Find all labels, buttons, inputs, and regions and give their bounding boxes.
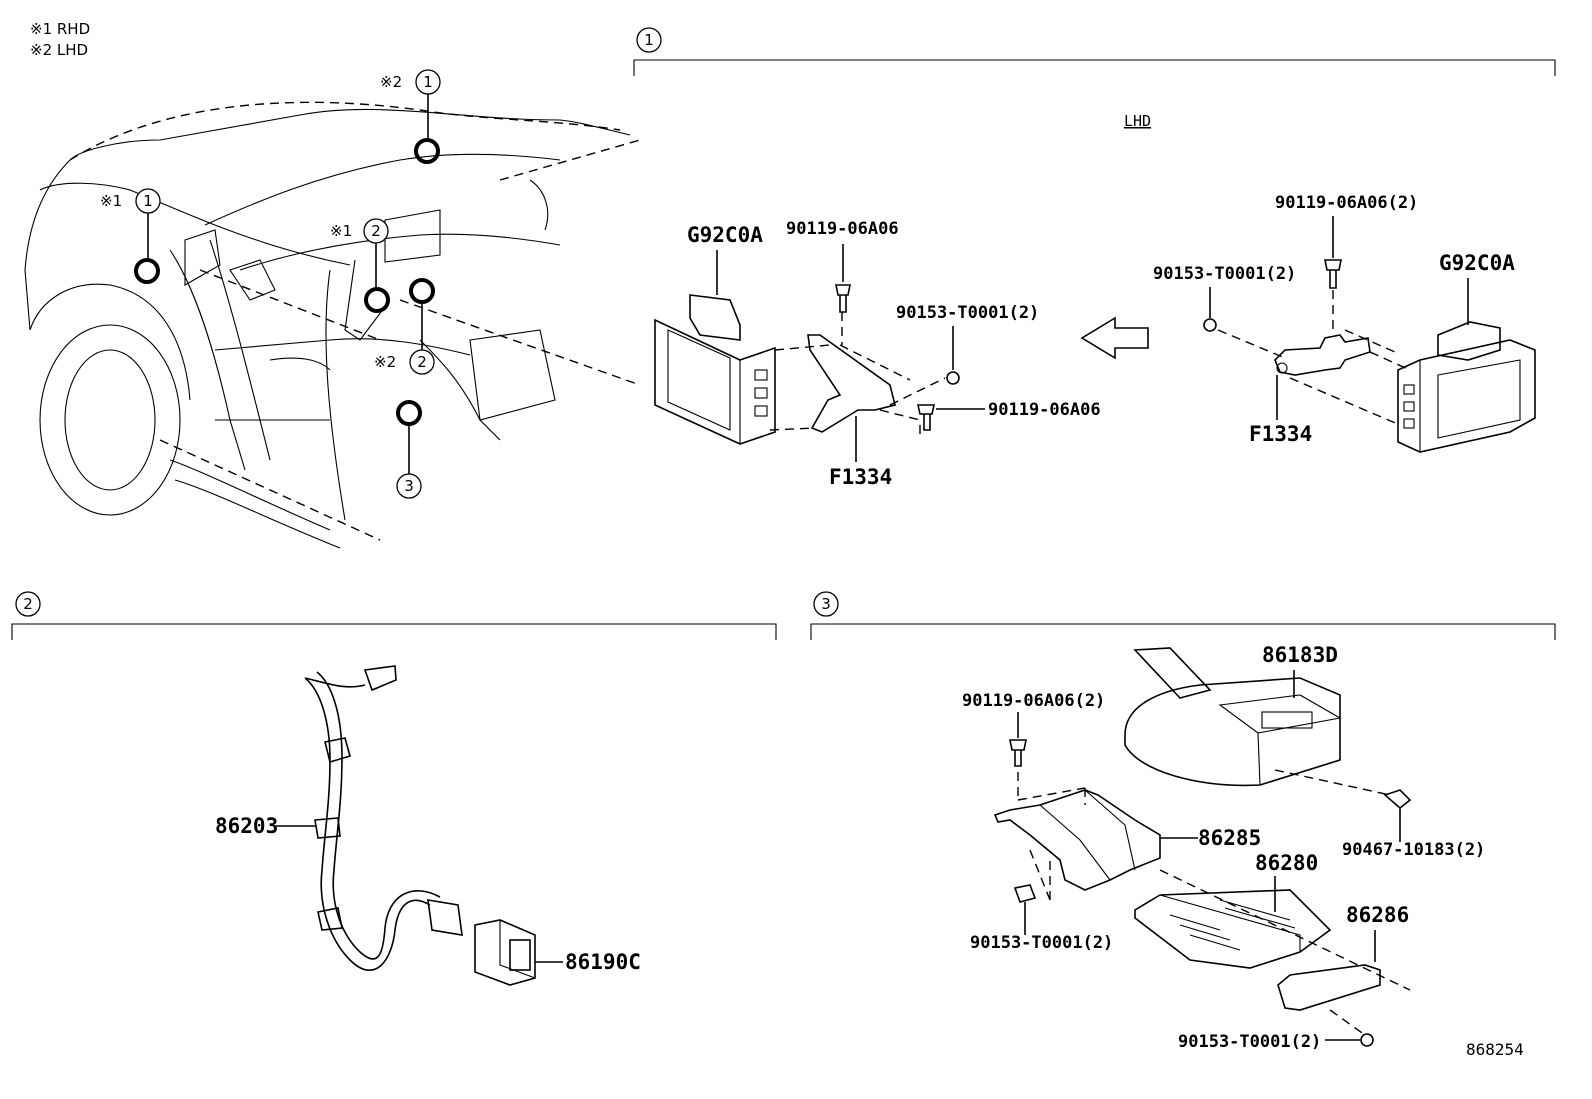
label-f1334-left: F1334	[829, 465, 892, 489]
location-ring	[134, 258, 160, 284]
label-86190c: 86190C	[565, 950, 641, 974]
callout-circle	[409, 349, 435, 375]
marker-rhd-symbol: ※1	[330, 222, 352, 240]
section-1: 1 LHD G92C0A F1334 90119-06A06 90153	[633, 27, 1556, 489]
marker-lhd-symbol: ※2	[374, 353, 396, 371]
label-nut-bottom-section3: 90153-T0001(2)	[1178, 1032, 1321, 1052]
label-nut2-right: 90153-T0001(2)	[1153, 264, 1296, 284]
note-rhd: ※1 RHD	[30, 20, 90, 38]
nut-icon	[1203, 318, 1217, 332]
location-ring	[396, 400, 422, 426]
section-2-bracket	[11, 623, 777, 640]
label-g92c0a-right: G92C0A	[1439, 251, 1515, 275]
vehicle-interior-illustration	[24, 101, 641, 549]
bracket-f1334-lhd	[1274, 334, 1371, 376]
section-1-bracket	[633, 59, 1556, 76]
cover-86183d	[1124, 647, 1342, 787]
section-2-number: 2	[23, 595, 33, 613]
module-g92c0a-lhd	[1397, 321, 1536, 453]
callout-number: 3	[404, 477, 414, 495]
note-lhd: ※2 LHD	[30, 41, 88, 59]
label-bolt-side: 90119-06A06	[988, 400, 1101, 420]
bolt-icon	[835, 284, 851, 313]
bracket-f1334-rhd	[807, 334, 896, 433]
section-3-bracket	[810, 623, 1556, 640]
amplifier-86280	[1134, 889, 1332, 969]
direction-arrow-icon	[1080, 316, 1149, 360]
nut-icon	[1360, 1033, 1374, 1047]
label-nut-left-section3: 90153-T0001(2)	[970, 933, 1113, 953]
callout-number: 2	[417, 353, 427, 371]
callout-number: 1	[423, 73, 433, 91]
label-86285: 86285	[1198, 826, 1261, 850]
section-3-number: 3	[821, 595, 831, 613]
marker-rhd-symbol: ※1	[100, 192, 122, 210]
nut-icon	[1013, 884, 1037, 903]
callout-number: 2	[371, 222, 381, 240]
section-3: 3 86183D 90119-06A06(2) 90467-10183(2)	[810, 591, 1556, 1052]
callout-circle	[396, 473, 422, 499]
section-2: 2 86203 86190C	[11, 591, 777, 986]
section-1-number: 1	[644, 31, 654, 49]
location-markers: ※2 1 ※1 1 ※1 2 ※2 2 3	[100, 69, 441, 499]
bracket-86286	[1277, 964, 1381, 1011]
label-f1334-right: F1334	[1249, 422, 1312, 446]
label-nut-left: 90153-T0001(2)	[896, 303, 1039, 323]
switch-86190c	[474, 919, 536, 986]
label-86183d: 86183D	[1262, 643, 1338, 667]
location-ring	[364, 287, 390, 313]
callout-number: 1	[143, 192, 153, 210]
label-bolt2-section3: 90119-06A06(2)	[962, 691, 1105, 711]
bolt-icon	[1009, 739, 1027, 767]
label-bolt2-right: 90119-06A06(2)	[1275, 193, 1418, 213]
clip-icon	[1383, 789, 1412, 810]
marker-lhd-symbol: ※2	[380, 73, 402, 91]
label-86203: 86203	[215, 814, 278, 838]
label-bolt-top: 90119-06A06	[786, 219, 899, 239]
label-g92c0a-left: G92C0A	[687, 223, 763, 247]
drawing-id: 868254	[1466, 1040, 1524, 1059]
bracket-86285	[993, 789, 1161, 891]
location-ring	[409, 278, 435, 304]
location-ring	[414, 138, 440, 164]
lhd-heading: LHD	[1124, 112, 1151, 130]
nut-icon	[946, 371, 960, 385]
label-86280: 86280	[1255, 851, 1318, 875]
label-86286: 86286	[1346, 903, 1409, 927]
bolt-icon	[1324, 259, 1342, 289]
module-g92c0a-rhd	[654, 294, 776, 445]
label-90467: 90467-10183(2)	[1342, 840, 1485, 860]
wire-harness-86203	[304, 665, 463, 972]
bolt-icon	[917, 404, 935, 431]
